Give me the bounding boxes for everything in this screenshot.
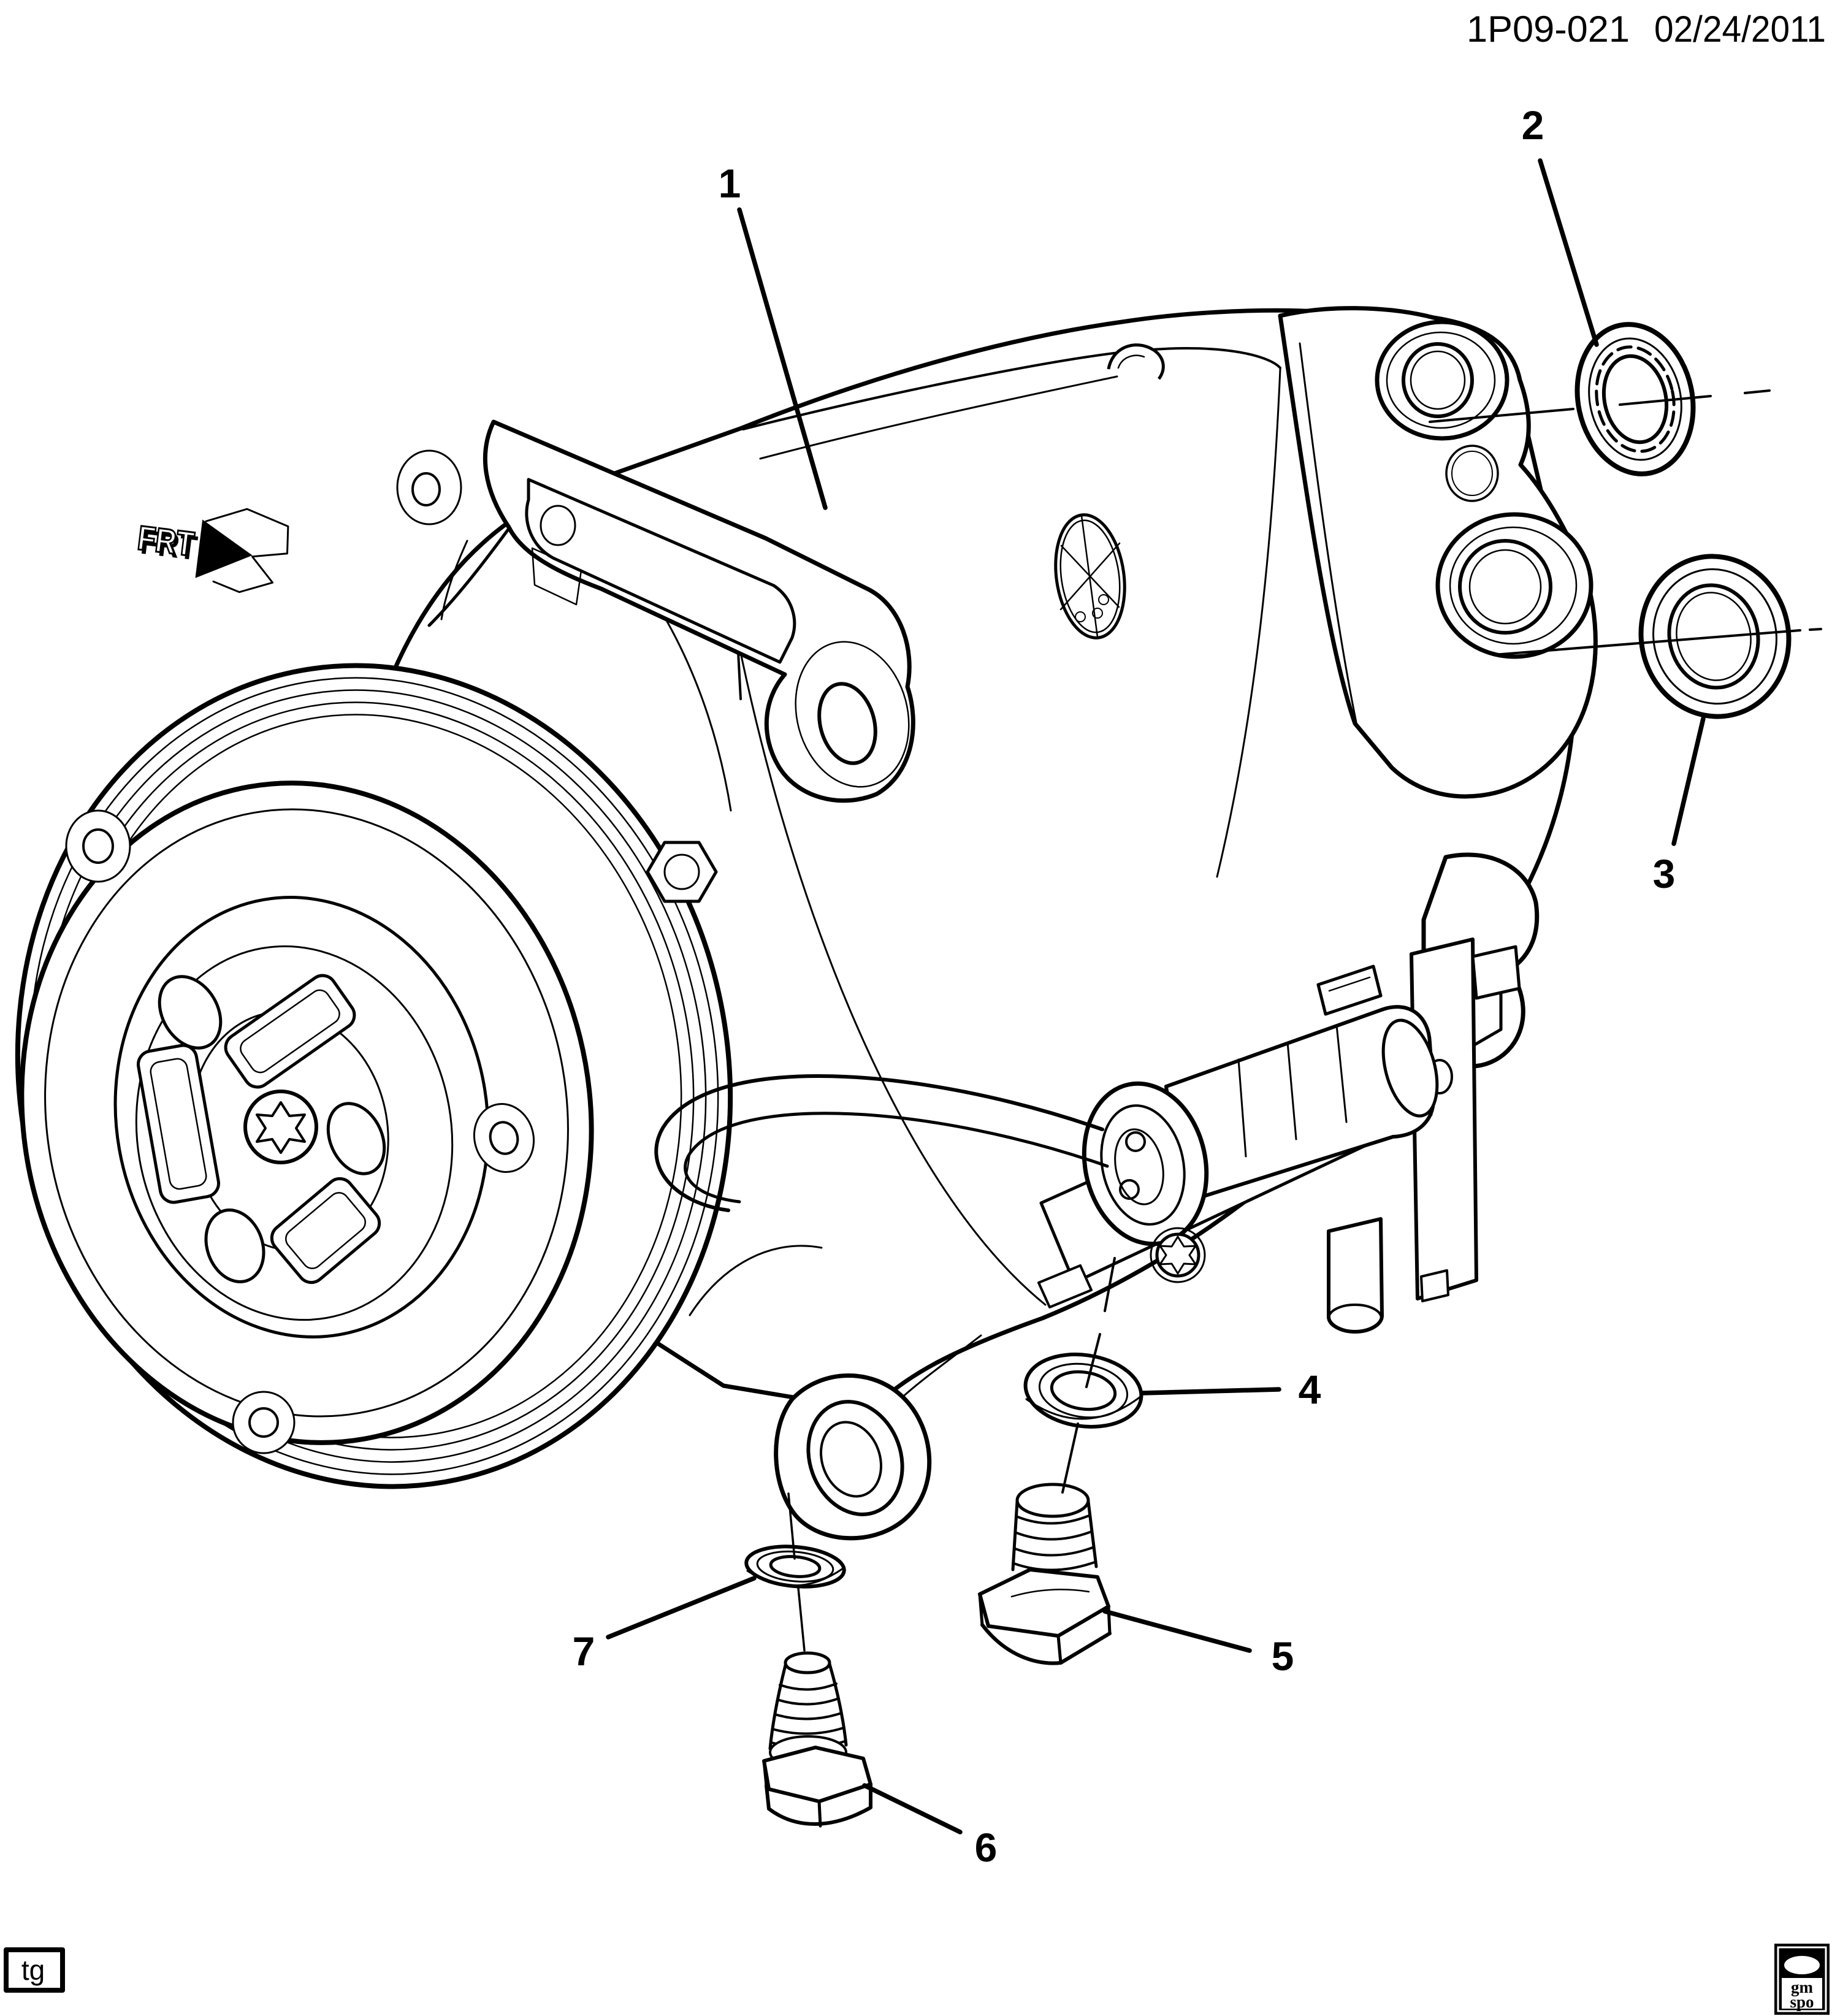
harness-wire bbox=[654, 1074, 1104, 1212]
frt-arrow-icon bbox=[195, 519, 253, 578]
pulley-clutch-assembly bbox=[15, 663, 733, 1489]
ear-tab bbox=[473, 1102, 535, 1174]
assembly-centerlines bbox=[787, 389, 1822, 1652]
callout-3-leader bbox=[1671, 716, 1706, 846]
wiring-connector-assembly bbox=[654, 964, 1439, 1308]
washer-7 bbox=[744, 1544, 846, 1589]
bracket-bolt bbox=[646, 841, 718, 903]
rear-head-ports bbox=[1278, 306, 1598, 799]
author-code: tg bbox=[21, 1954, 45, 1986]
sealing-washer-4 bbox=[1023, 1353, 1143, 1429]
callout-7-label: 7 bbox=[573, 1628, 595, 1674]
callout-2-label: 2 bbox=[1522, 102, 1544, 148]
gm-spo-logo: gm spo bbox=[1774, 1944, 1830, 2015]
frt-arrow-outline bbox=[205, 508, 289, 594]
ear-tab bbox=[65, 809, 131, 883]
callout-4-leader bbox=[1140, 1387, 1281, 1396]
callout-labels: 1 2 3 4 5 6 7 bbox=[573, 102, 1676, 1870]
callout-7-leader bbox=[606, 1576, 757, 1640]
pressure-valve-fitting-5 bbox=[978, 1483, 1112, 1665]
frt-direction-marker: FRT FRT bbox=[135, 508, 289, 594]
callout-1-label: 1 bbox=[719, 161, 741, 206]
shaft-screw bbox=[243, 1090, 318, 1164]
drawing-number: 1P09-021 bbox=[1467, 9, 1630, 50]
lower-mounting-foot bbox=[774, 1373, 932, 1541]
frt-label: FRT bbox=[135, 518, 196, 563]
callout-leaders bbox=[606, 158, 1706, 1835]
callout-6-leader bbox=[862, 1783, 963, 1835]
bracket-bushing bbox=[795, 641, 910, 788]
drawing-date: 02/24/2011 bbox=[1654, 9, 1826, 50]
callout-6-label: 6 bbox=[975, 1825, 998, 1870]
spec-label-disc bbox=[1054, 513, 1126, 640]
logo-ellipse bbox=[1784, 1956, 1820, 1974]
bracket-ear bbox=[396, 449, 462, 525]
seal-ring-upper bbox=[1574, 322, 1696, 476]
header: 1P09-021 02/24/2011 bbox=[1467, 9, 1826, 50]
callout-5-leader bbox=[1102, 1609, 1252, 1653]
callout-3-label: 3 bbox=[1653, 851, 1676, 896]
mounting-bracket bbox=[396, 419, 915, 803]
logo-text-top: gm bbox=[1791, 1978, 1814, 1996]
callout-5-label: 5 bbox=[1272, 1633, 1294, 1679]
ear-tab bbox=[232, 1391, 296, 1454]
mounting-bolt-6 bbox=[762, 1651, 872, 1828]
frt-label-shadow: FRT bbox=[139, 522, 199, 568]
callout-4-label: 4 bbox=[1299, 1367, 1321, 1412]
callout-2-leader bbox=[1538, 158, 1599, 347]
torx-screw bbox=[1155, 1232, 1200, 1278]
suction-port-boss bbox=[1375, 319, 1509, 441]
author-code-box bbox=[4, 1947, 65, 1993]
rear-mounting-lugs bbox=[1327, 852, 1540, 1334]
callout-1-leader bbox=[737, 207, 828, 510]
logo-text-bottom: spo bbox=[1790, 1993, 1814, 2011]
bolt-hole bbox=[1445, 445, 1499, 502]
footer: tg gm spo bbox=[4, 1944, 1830, 2015]
